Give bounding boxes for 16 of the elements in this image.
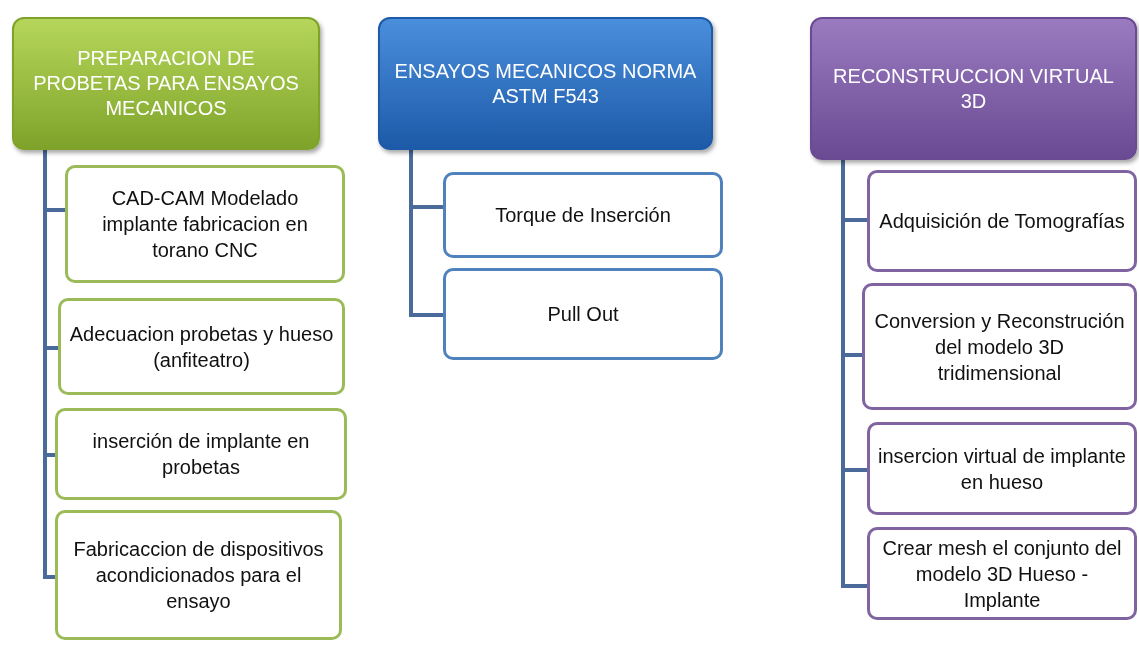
- task-box: Conversion y Reconstrución del modelo 3D tridimensional: [862, 283, 1137, 410]
- category-header-box: PREPARACION DE PROBETAS PARA ENSAYOS MECANICOS: [12, 17, 320, 150]
- task-box: Pull Out: [443, 268, 723, 360]
- task-box: Adquisición de Tomografías: [867, 170, 1137, 272]
- category-header-box: ENSAYOS MECANICOS NORMA ASTM F543: [378, 17, 713, 150]
- category-header-box: RECONSTRUCCION VIRTUAL 3D: [810, 17, 1137, 160]
- task-box: inserción de implante en probetas: [55, 408, 347, 500]
- task-box: Torque de Inserción: [443, 172, 723, 258]
- task-box: CAD-CAM Modelado implante fabricacion en torano CNC: [65, 165, 345, 283]
- connector-line: [409, 150, 443, 317]
- task-box: insercion virtual de implante en hueso: [867, 422, 1137, 515]
- connector-line: [841, 160, 867, 588]
- task-box: Crear mesh el conjunto del modelo 3D Hueso - Implante: [867, 527, 1137, 620]
- task-box: Adecuacion probetas y hueso (anfiteatro): [58, 298, 345, 395]
- task-box: Fabricaccion de dispositivos acondicionados para el ensayo: [55, 510, 342, 640]
- connector-line: [43, 150, 55, 579]
